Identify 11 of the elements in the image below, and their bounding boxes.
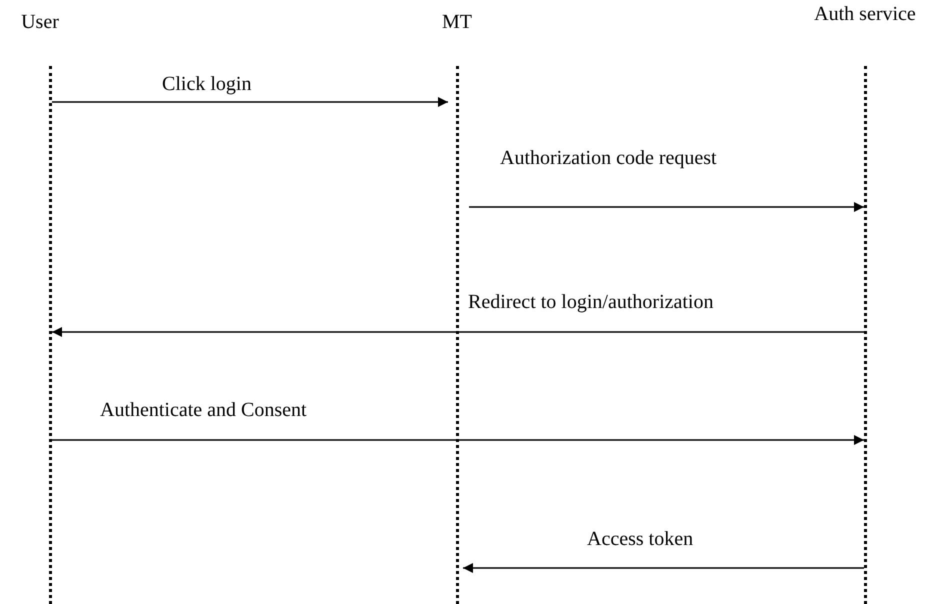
message-arrow [52, 97, 448, 107]
lifeline [456, 66, 459, 604]
lifeline [864, 66, 867, 604]
message-arrow [52, 327, 864, 337]
participant-label: Auth service [814, 2, 916, 26]
participant-label: User [21, 10, 59, 34]
participant-label: MT [442, 10, 472, 34]
message-arrow [469, 202, 864, 212]
message-arrow [52, 435, 864, 445]
lifeline [49, 66, 52, 604]
message-arrow [463, 563, 864, 573]
